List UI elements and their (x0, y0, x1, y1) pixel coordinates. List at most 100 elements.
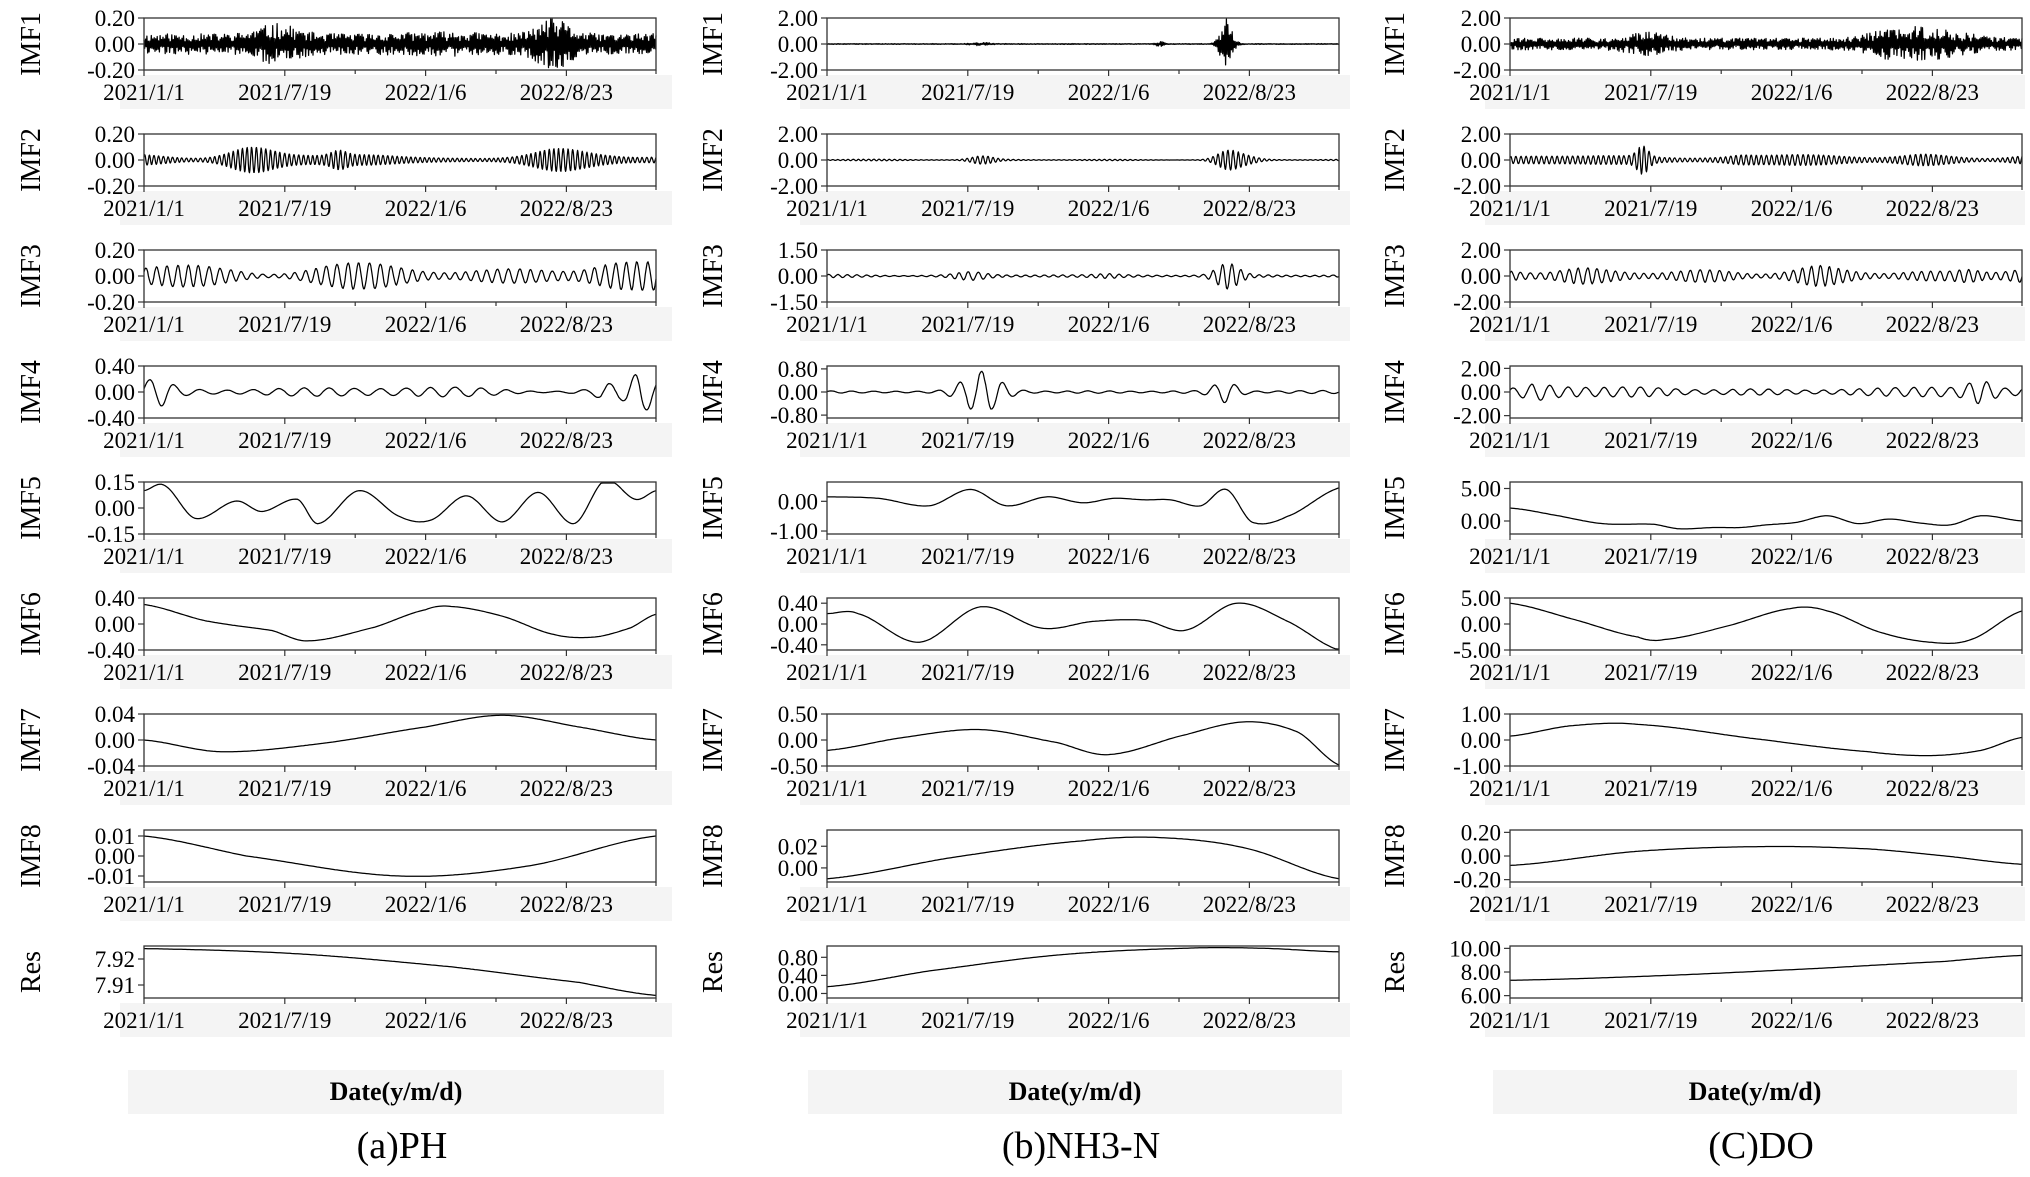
y-tick-label: 0.00 (95, 380, 135, 405)
y-tick-label: -0.01 (87, 864, 135, 889)
x-tick-label: 2022/1/6 (385, 428, 467, 453)
y-tick-label: -0.20 (87, 174, 135, 199)
x-tick-label: 2021/7/19 (1604, 312, 1697, 337)
plot-frame (826, 713, 1340, 767)
tick-label-band (800, 307, 1350, 341)
x-tick-label: 2021/1/1 (103, 312, 185, 337)
tick-label-band (1485, 1003, 2025, 1037)
panel-caption: (b)NH3-N (1002, 1125, 1160, 1167)
x-tick-label: 2021/1/1 (103, 428, 185, 453)
x-tick-label: 2021/7/19 (238, 892, 331, 917)
x-tick-label: 2021/1/1 (786, 312, 868, 337)
plot-frame (826, 481, 1340, 535)
tick-label-band (120, 887, 672, 921)
y-tick-label: 0.20 (95, 6, 135, 31)
y-axis-label: IMF5 (16, 476, 47, 540)
y-tick-label: 5.00 (1461, 477, 1501, 502)
x-tick-label: 2021/1/1 (103, 80, 185, 105)
y-tick-label: 0.00 (778, 380, 818, 405)
y-tick-label: 0.00 (95, 728, 135, 753)
y-tick-label: 0.50 (778, 702, 818, 727)
x-tick-label: 2022/1/6 (1068, 660, 1150, 685)
x-tick-label: 2021/1/1 (786, 428, 868, 453)
y-tick-label: 0.00 (95, 264, 135, 289)
series-line-imf6 (1509, 602, 2023, 645)
y-tick-label: 0.04 (95, 702, 136, 727)
x-tick-label: 2021/1/1 (786, 660, 868, 685)
y-axis-label: IMF3 (16, 244, 47, 308)
y-tick-label: 0.80 (778, 357, 818, 382)
y-tick-label: 0.00 (1461, 264, 1501, 289)
y-axis-label: IMF7 (698, 708, 729, 772)
tick-label-band (800, 771, 1350, 805)
y-axis-label: IMF2 (16, 128, 47, 192)
y-axis-label: IMF6 (698, 592, 729, 656)
plot-frame (143, 249, 657, 303)
tick-label-band (800, 887, 1350, 921)
y-axis-label: IMF2 (698, 128, 729, 192)
series-line-imf7 (826, 721, 1340, 766)
y-tick-label: 0.00 (778, 264, 818, 289)
y-tick-label: -0.40 (87, 406, 135, 431)
x-tick-label: 2021/1/1 (1469, 544, 1551, 569)
y-tick-label: 0.00 (1461, 32, 1501, 57)
x-tick-label: 2022/8/23 (1203, 1008, 1296, 1033)
x-tick-label: 2022/1/6 (1068, 544, 1150, 569)
x-tick-label: 2021/7/19 (1604, 544, 1697, 569)
series-line-res (826, 946, 1340, 988)
x-tick-label: 2022/8/23 (1886, 80, 1979, 105)
y-axis-label: IMF4 (16, 360, 47, 424)
y-tick-label: 0.40 (778, 963, 818, 988)
y-axis-label: IMF5 (698, 476, 729, 540)
y-tick-label: -2.00 (1453, 174, 1501, 199)
x-tick-label: 2022/1/6 (1751, 428, 1833, 453)
y-tick-label: -5.00 (1453, 638, 1501, 663)
series-line-imf4 (1509, 381, 2023, 405)
y-axis-label: IMF3 (698, 244, 729, 308)
tick-label-band (800, 423, 1350, 457)
y-tick-label: 0.00 (1461, 148, 1501, 173)
y-tick-label: 2.00 (1461, 6, 1501, 31)
y-tick-label: 0.20 (1461, 820, 1501, 845)
series-line-imf8 (143, 835, 657, 877)
plot-frame (826, 829, 1340, 883)
x-tick-label: 2021/7/19 (1604, 660, 1697, 685)
x-tick-label: 2022/1/6 (1068, 892, 1150, 917)
y-tick-label: 0.80 (778, 945, 818, 970)
x-tick-label: 2022/8/23 (1203, 892, 1296, 917)
x-tick-label: 2021/1/1 (1469, 892, 1551, 917)
y-tick-label: 2.00 (1461, 122, 1501, 147)
series-line-imf5 (827, 487, 1340, 525)
x-tick-label: 2022/8/23 (1886, 892, 1979, 917)
series-line-imf2 (826, 149, 1340, 171)
y-tick-label: -1.00 (1453, 754, 1501, 779)
plot-frame (826, 945, 1340, 999)
x-tick-label: 2022/1/6 (385, 776, 467, 801)
tick-label-band (120, 423, 672, 457)
y-tick-label: -2.00 (1453, 58, 1501, 83)
tick-label-band (800, 191, 1350, 225)
x-tick-label: 2022/8/23 (520, 776, 613, 801)
y-tick-label: -2.00 (1453, 404, 1501, 429)
x-tick-label: 2021/7/19 (921, 544, 1014, 569)
x-tick-label: 2022/1/6 (385, 196, 467, 221)
tick-label-band (800, 75, 1350, 109)
plot-frame (1509, 249, 2023, 303)
x-tick-label: 2022/8/23 (520, 428, 613, 453)
y-tick-label: -0.40 (87, 638, 135, 663)
x-tick-label: 2021/7/19 (238, 776, 331, 801)
x-tick-label: 2022/1/6 (1068, 428, 1150, 453)
x-tick-label: 2021/1/1 (103, 660, 185, 685)
x-tick-label: 2022/8/23 (1886, 776, 1979, 801)
y-tick-label: -0.20 (1453, 868, 1501, 893)
y-tick-label: 0.00 (95, 844, 135, 869)
